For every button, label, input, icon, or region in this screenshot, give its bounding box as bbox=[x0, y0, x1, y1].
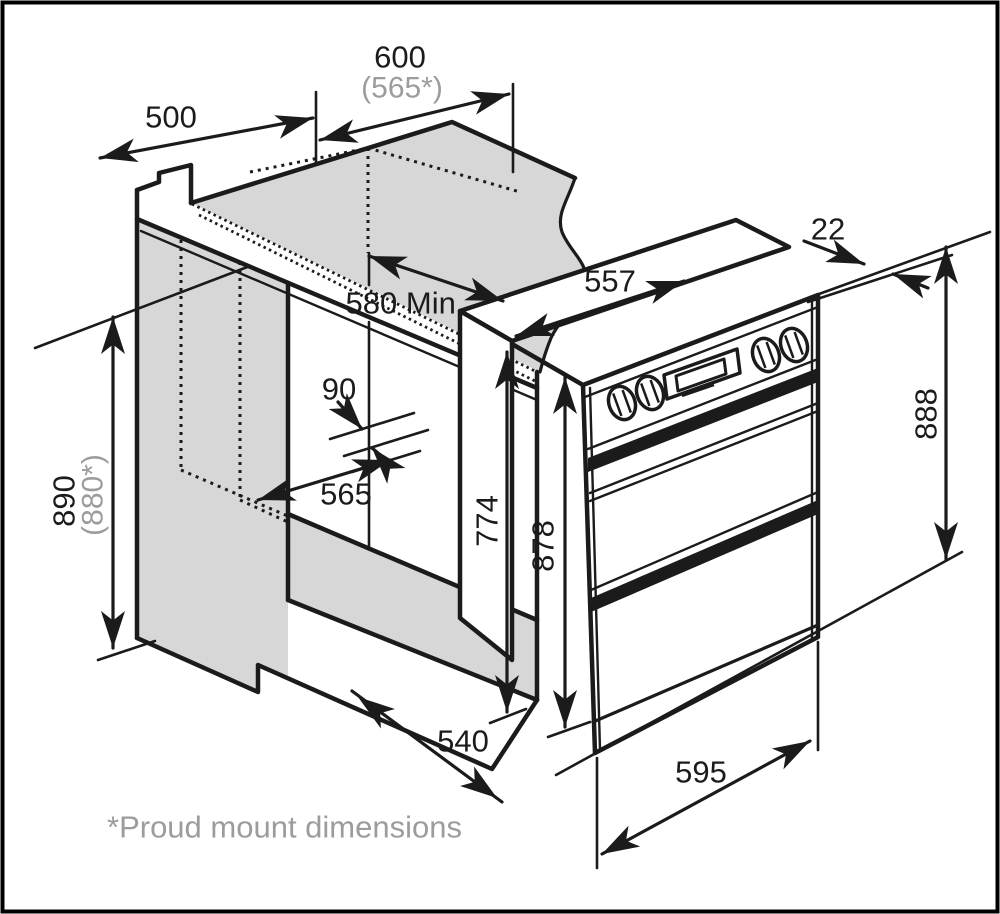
oven-upper-door-line-1 bbox=[588, 401, 820, 495]
dimension-580-min: 580 Min. bbox=[346, 244, 507, 551]
oven-front-panel bbox=[580, 292, 821, 756]
oven-upper-door-line-2 bbox=[588, 409, 820, 503]
oven-lower-door-handle bbox=[591, 500, 818, 612]
cabinet-interior-floor bbox=[288, 514, 537, 700]
oven-display bbox=[662, 347, 742, 401]
oven-knob-1 bbox=[606, 384, 638, 422]
hidden-edge-floor-2 bbox=[239, 498, 291, 525]
cabinet-corner-notch bbox=[134, 162, 194, 206]
dim-774-label: 774 bbox=[470, 495, 505, 547]
hidden-edge-floor-1 bbox=[180, 468, 291, 519]
dim-540-label: 540 bbox=[437, 724, 489, 759]
proud-mount-footnote: *Proud mount dimensions bbox=[107, 810, 462, 845]
dimension-888: 888 bbox=[554, 245, 964, 777]
cabinet-floor-front-edge bbox=[285, 597, 540, 703]
oven-upper-door-handle bbox=[588, 368, 818, 472]
oven-panel-return-edge bbox=[509, 341, 586, 388]
oven-knob-2 bbox=[634, 374, 666, 412]
dimension-557: 557 bbox=[512, 264, 688, 348]
hidden-edge-deck-right bbox=[367, 146, 521, 194]
dim-595-label: 595 bbox=[675, 755, 727, 790]
dimension-878: 878 bbox=[526, 375, 592, 739]
dim-557-label: 557 bbox=[584, 264, 636, 299]
cabinet-top-edges bbox=[188, 119, 578, 206]
cabinet-left-panel bbox=[137, 221, 288, 692]
dimension-540: 540 bbox=[350, 687, 505, 808]
dimension-565: 565 bbox=[254, 448, 422, 512]
dim-565-label: 565 bbox=[320, 477, 372, 512]
dimension-890: 890 (880*) bbox=[33, 264, 252, 662]
dimension-595: 595 bbox=[595, 640, 820, 870]
dim-878-label: 878 bbox=[526, 520, 561, 572]
dimension-500: 500 bbox=[97, 90, 318, 170]
dimension-22: 22 bbox=[802, 212, 992, 304]
oven-bottom-trim-line bbox=[591, 623, 820, 724]
dim-90-label: 90 bbox=[322, 372, 356, 407]
dim-580-label: 580 Min. bbox=[346, 286, 465, 321]
dim-600-label: 600 bbox=[374, 40, 426, 75]
oven-knob-3 bbox=[750, 336, 782, 374]
dimension-600: 600 (565*) bbox=[317, 40, 515, 174]
oven-knob-4 bbox=[778, 326, 810, 364]
oven-carcass-left-side bbox=[457, 308, 515, 663]
oven-drawing bbox=[457, 217, 821, 756]
cabinet-bottom-edge bbox=[134, 635, 540, 772]
dimension-90: 90 bbox=[322, 372, 430, 484]
dim-888-label: 888 bbox=[909, 388, 944, 440]
dim-890-label: 890 bbox=[47, 475, 82, 527]
dim-890-proud-label: (880*) bbox=[77, 454, 110, 536]
dim-22-label: 22 bbox=[811, 212, 845, 247]
oven-lower-handle-top-line bbox=[589, 490, 820, 592]
oven-panel-top-inner-line bbox=[583, 305, 820, 399]
dim-500-label: 500 bbox=[145, 100, 197, 135]
dim-600-proud-label: (565*) bbox=[361, 72, 443, 105]
dimension-774: 774 bbox=[470, 350, 528, 725]
oven-control-band-line bbox=[586, 357, 820, 451]
